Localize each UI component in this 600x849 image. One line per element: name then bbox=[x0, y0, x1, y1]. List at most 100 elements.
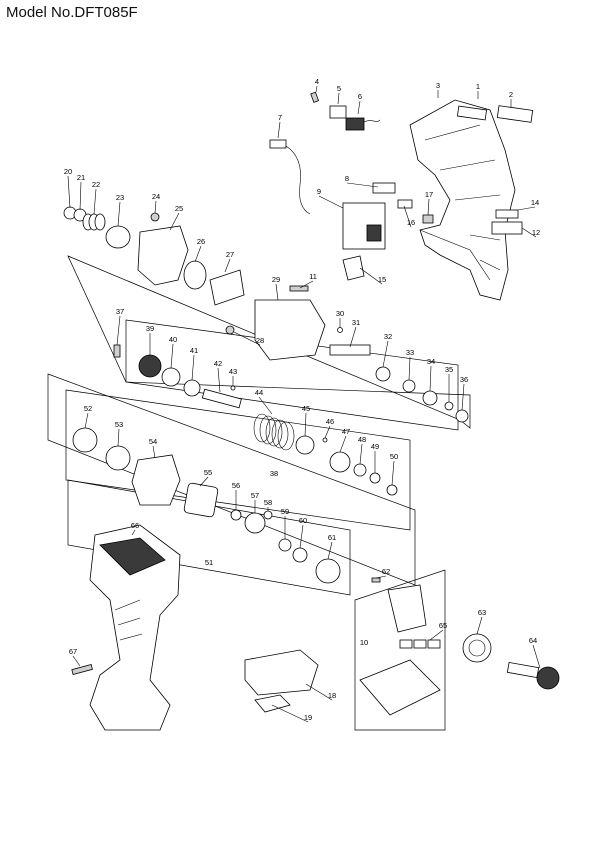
leader-line-18 bbox=[305, 683, 333, 701]
part-number-label-3: 3 bbox=[436, 81, 440, 90]
part-number-label-32: 32 bbox=[384, 332, 392, 341]
part-number-label-19: 19 bbox=[304, 713, 312, 722]
part-number-label-51: 51 bbox=[205, 558, 213, 567]
washer-part bbox=[402, 379, 416, 393]
leader-line-22 bbox=[93, 188, 97, 215]
hammer-case-part bbox=[254, 299, 326, 361]
leader-line-52 bbox=[84, 412, 89, 429]
switch-part bbox=[345, 117, 365, 131]
switch-unit-face bbox=[366, 224, 382, 242]
part-number-label-27: 27 bbox=[226, 250, 234, 259]
part-number-label-14: 14 bbox=[531, 198, 539, 207]
leader-line-16 bbox=[403, 205, 412, 228]
leader-line-64 bbox=[532, 644, 541, 669]
rotor-gear-part bbox=[536, 666, 560, 690]
leader-line-33 bbox=[408, 356, 411, 381]
leader-line-54 bbox=[152, 445, 156, 459]
motor-housing-part bbox=[89, 524, 181, 731]
part-number-label-45: 45 bbox=[302, 404, 310, 413]
lock-part bbox=[422, 214, 434, 224]
pin-spring-part bbox=[113, 344, 121, 358]
part-number-label-34: 34 bbox=[427, 357, 435, 366]
leader-line-24 bbox=[154, 200, 157, 214]
part-number-label-20: 20 bbox=[64, 167, 72, 176]
bearing-part bbox=[375, 366, 391, 382]
planet-gear-part-59 bbox=[278, 538, 292, 552]
part-number-label-39: 39 bbox=[146, 324, 154, 333]
screw-part bbox=[150, 212, 160, 222]
part-number-label-60: 60 bbox=[299, 516, 307, 525]
part-number-label-37: 37 bbox=[116, 307, 124, 316]
compression-spring-part bbox=[253, 413, 295, 451]
switch-lever-part bbox=[372, 182, 396, 194]
part-number-label-48: 48 bbox=[358, 435, 366, 444]
gear-housing-part bbox=[131, 454, 181, 506]
part-number-label-5: 5 bbox=[337, 84, 341, 93]
part-number-label-9: 9 bbox=[317, 187, 321, 196]
part-number-label-38: 38 bbox=[270, 469, 278, 478]
gear-part-39 bbox=[138, 354, 162, 378]
spacer-part bbox=[444, 401, 454, 411]
part-number-label-10: 10 bbox=[360, 638, 368, 647]
leader-line-28 bbox=[233, 331, 261, 346]
nameplate-part bbox=[496, 105, 534, 123]
leader-line-45 bbox=[304, 412, 307, 437]
part-number-label-12: 12 bbox=[532, 228, 540, 237]
hammer-case-cover-part bbox=[137, 225, 189, 286]
part-number-label-67: 67 bbox=[69, 647, 77, 656]
ball-part-46 bbox=[322, 437, 328, 443]
part-number-label-29: 29 bbox=[272, 275, 280, 284]
part-number-label-44: 44 bbox=[255, 388, 263, 397]
part-number-label-23: 23 bbox=[116, 193, 124, 202]
leader-line-4 bbox=[315, 85, 318, 93]
plate-part bbox=[254, 694, 291, 713]
mechanism-panel bbox=[65, 389, 411, 531]
part-number-label-15: 15 bbox=[378, 275, 386, 284]
part-number-label-52: 52 bbox=[84, 404, 92, 413]
leader-line-20 bbox=[67, 175, 71, 209]
leader-line-14 bbox=[517, 206, 536, 211]
washer-part-41 bbox=[183, 379, 201, 397]
part-number-label-28: 28 bbox=[256, 336, 264, 345]
part-number-label-53: 53 bbox=[115, 420, 123, 429]
leader-line-11 bbox=[299, 280, 314, 289]
internal-gear-part bbox=[183, 482, 219, 518]
gear-panel bbox=[47, 373, 416, 586]
part-number-label-56: 56 bbox=[232, 481, 240, 490]
ball-part bbox=[337, 327, 343, 333]
lead-wire bbox=[285, 145, 311, 215]
model-number-title: Model No.DFT085F bbox=[6, 4, 138, 21]
leader-line-60 bbox=[299, 524, 304, 549]
leader-line-42 bbox=[217, 367, 221, 393]
part-number-label-46: 46 bbox=[326, 417, 334, 426]
leader-line-37 bbox=[116, 315, 121, 346]
carrier-part bbox=[244, 512, 266, 534]
leader-line-50 bbox=[391, 460, 395, 486]
part-number-label-22: 22 bbox=[92, 180, 100, 189]
leader-line-48 bbox=[359, 443, 363, 465]
part-number-label-47: 47 bbox=[342, 427, 350, 436]
part-number-label-58: 58 bbox=[264, 498, 272, 507]
leader-line-47 bbox=[339, 435, 347, 453]
leader-line-34 bbox=[429, 365, 432, 392]
part-number-label-6: 6 bbox=[358, 92, 362, 101]
part-number-label-11: 11 bbox=[309, 272, 317, 281]
part-number-label-25: 25 bbox=[175, 204, 183, 213]
part-number-label-43: 43 bbox=[229, 367, 237, 376]
anvil-part bbox=[329, 344, 371, 356]
stator-part bbox=[462, 633, 492, 663]
part-number-label-18: 18 bbox=[328, 691, 336, 700]
planet-gear-part-58 bbox=[263, 510, 273, 520]
leader-line-21 bbox=[79, 181, 82, 211]
part-number-label-50: 50 bbox=[390, 452, 398, 461]
part-number-label-31: 31 bbox=[352, 318, 360, 327]
leader-line-41 bbox=[191, 354, 195, 381]
bearing-retainer-part bbox=[315, 558, 341, 584]
leader-line-46 bbox=[324, 425, 331, 439]
part-number-label-35: 35 bbox=[445, 365, 453, 374]
switch-holder-part bbox=[329, 105, 347, 119]
shaft-part bbox=[201, 388, 242, 409]
leader-line-12 bbox=[521, 227, 537, 238]
